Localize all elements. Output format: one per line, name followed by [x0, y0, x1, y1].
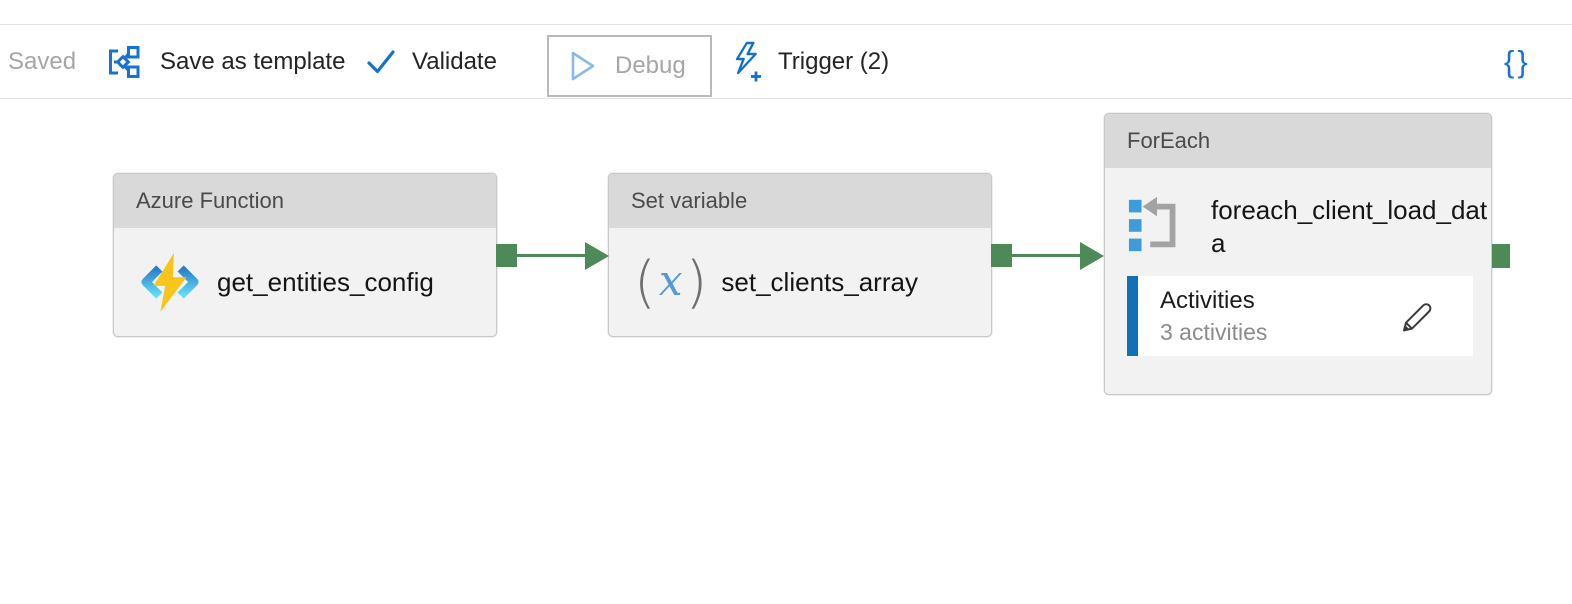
output-port[interactable] — [496, 244, 517, 267]
code-view-button[interactable]: {} — [1504, 44, 1531, 80]
pencil-icon[interactable] — [1395, 293, 1435, 337]
node-foreach[interactable]: ForEach foreach_client_load_data Activit… — [1104, 113, 1492, 395]
validate-label: Validate — [412, 47, 497, 75]
activities-label: Activities — [1160, 286, 1255, 314]
debug-label: Debug — [615, 52, 686, 79]
connector-line — [517, 254, 589, 257]
curly-braces-icon: {} — [1504, 43, 1531, 79]
checkmark-icon — [367, 49, 395, 73]
node-type-header: Azure Function — [114, 174, 496, 228]
output-port[interactable] — [991, 244, 1012, 267]
debug-button[interactable]: Debug — [547, 35, 712, 97]
node-name: get_entities_config — [217, 267, 434, 297]
template-flow-icon — [109, 45, 140, 78]
save-as-template-label: Save as template — [160, 47, 346, 75]
activities-count: 3 activities — [1160, 318, 1268, 345]
save-as-template-button[interactable]: Save as template — [106, 45, 345, 79]
activities-panel[interactable]: Activities 3 activities — [1127, 276, 1473, 356]
trigger-button[interactable]: Trigger (2) — [726, 41, 889, 83]
save-status-text: Saved — [8, 47, 77, 75]
node-type-header: ForEach — [1105, 114, 1491, 168]
node-name: set_clients_array — [721, 267, 918, 297]
node-type-header: Set variable — [609, 174, 991, 228]
parentheses-x-icon: ( x ) — [634, 249, 708, 315]
lightning-plus-icon — [735, 41, 761, 81]
node-name: foreach_client_load_data — [1211, 195, 1488, 258]
node-azure-function[interactable]: Azure Function get_entities_config — [113, 173, 497, 337]
validate-button[interactable]: Validate — [366, 48, 497, 76]
play-icon — [571, 51, 595, 81]
pipeline-toolbar: Saved Save as template Validate — [0, 24, 1572, 99]
connector-arrowhead — [585, 242, 609, 270]
output-port[interactable] — [1492, 244, 1510, 268]
node-set-variable[interactable]: Set variable ( x ) set_clients_array — [608, 173, 992, 337]
connector-arrowhead — [1080, 242, 1104, 270]
foreach-loop-icon — [1128, 196, 1176, 252]
connector-line — [1012, 254, 1084, 257]
trigger-label: Trigger (2) — [778, 47, 890, 75]
azure-function-bolt-icon — [141, 252, 199, 312]
